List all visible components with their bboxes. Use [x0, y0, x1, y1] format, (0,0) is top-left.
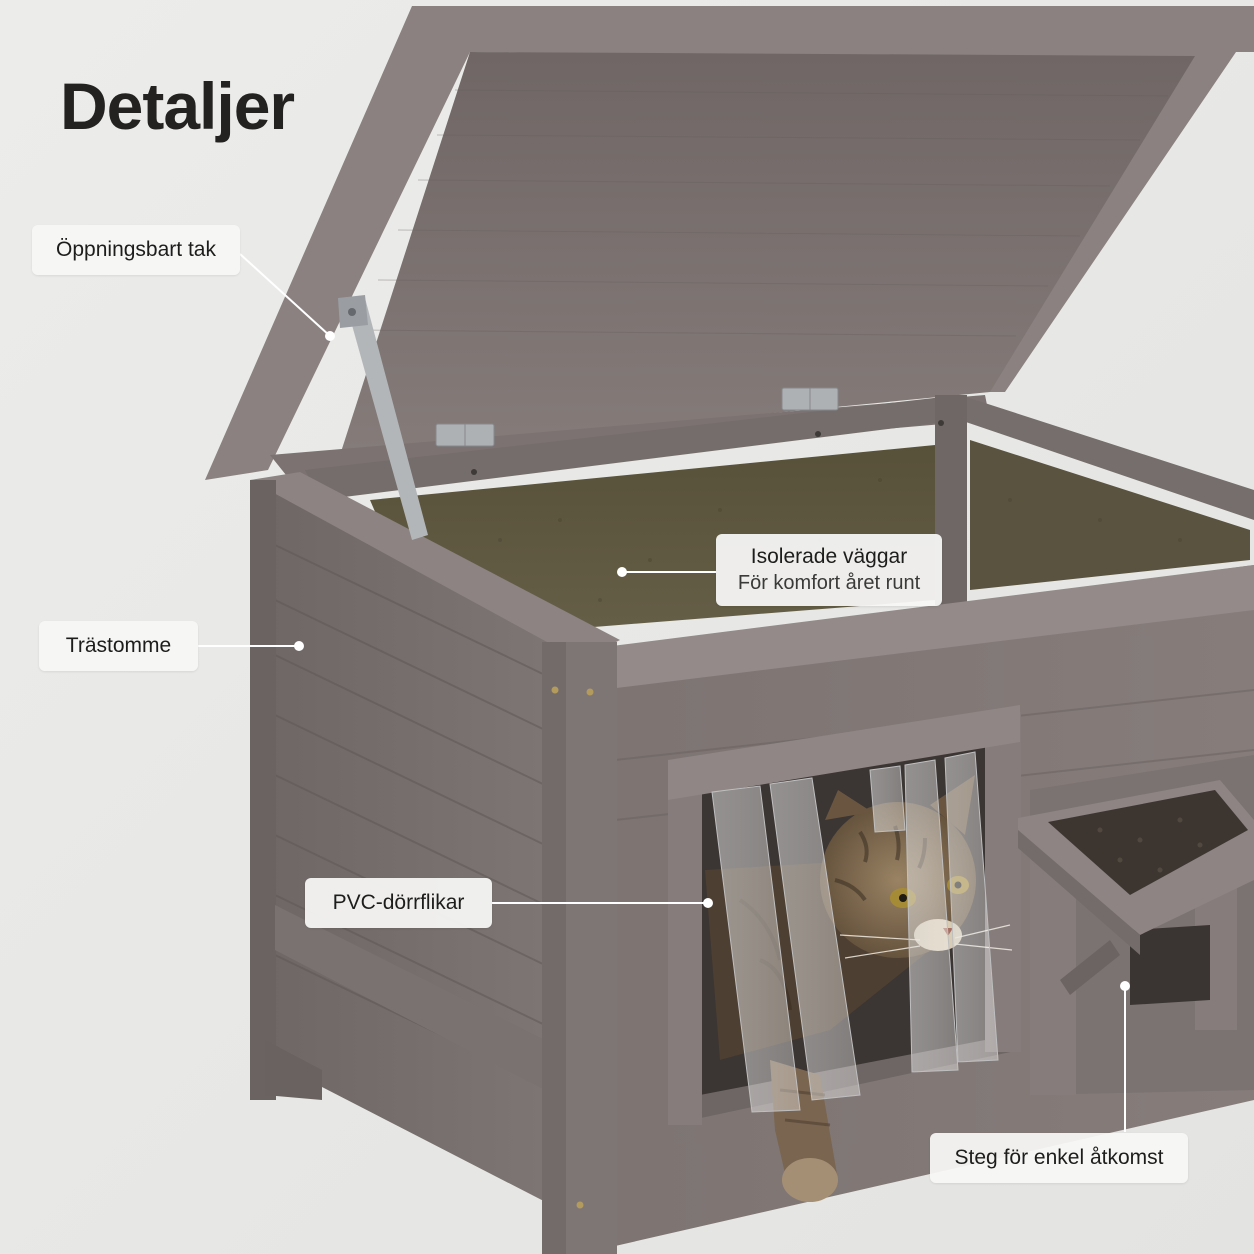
callout-step-label: Steg för enkel åtkomst	[954, 1146, 1164, 1169]
pvc-flaps	[711, 751, 999, 1113]
callout-insulated-walls: Isolerade väggar För komfort året runt	[716, 534, 942, 606]
page-title: Detaljer	[60, 69, 295, 143]
callout-pvc-flaps: PVC-dörrflikar	[305, 878, 492, 928]
callout-wood-frame: Trästomme	[39, 621, 198, 671]
callout-frame-label: Trästomme	[65, 634, 172, 657]
callout-walls-label: Isolerade väggar	[750, 545, 908, 568]
callout-roof-label: Öppningsbart tak	[56, 238, 216, 261]
callout-opening-roof: Öppningsbart tak	[32, 225, 240, 275]
callout-walls-sub: För komfort året runt	[737, 572, 921, 594]
callout-door-label: PVC-dörrflikar	[332, 891, 465, 914]
callout-access-step: Steg för enkel åtkomst	[930, 1133, 1188, 1183]
